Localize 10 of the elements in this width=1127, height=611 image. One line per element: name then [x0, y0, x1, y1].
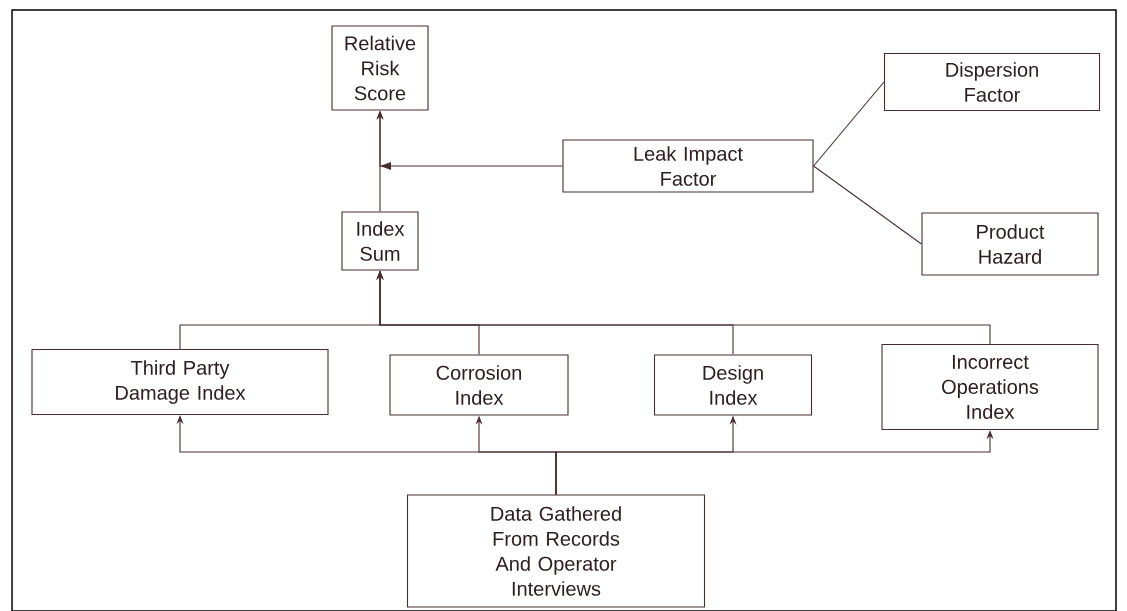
label-box: Relative Risk Score [331, 25, 429, 111]
label-box: Incorrect Operations Index [881, 343, 1099, 431]
label-box: Corrosion Index [389, 354, 569, 416]
label-box: Leak Impact Factor [562, 139, 814, 193]
label-box: Third Party Damage Index [31, 348, 329, 416]
label-box: Product Hazard [921, 212, 1099, 276]
label-box: Index Sum [341, 211, 419, 271]
label-box: Data Gathered From Records And Operator Interviews [406, 494, 706, 608]
label-box: Design Index [653, 354, 813, 416]
label-box: Dispersion Factor [883, 52, 1101, 112]
